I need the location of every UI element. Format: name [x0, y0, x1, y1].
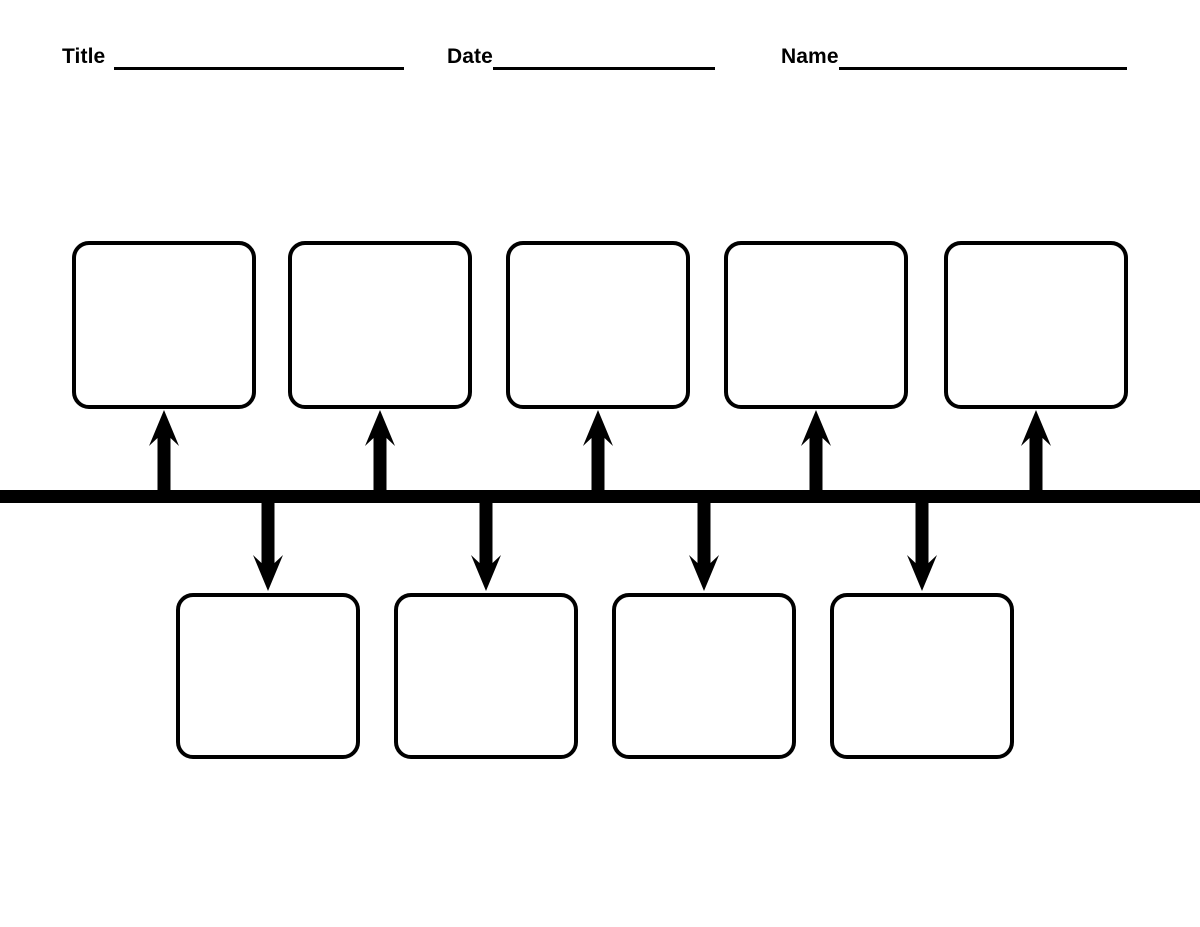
timeline-up-arrow-2: [365, 410, 395, 496]
timeline-down-arrow-2: [471, 497, 501, 591]
timeline-bar: [0, 490, 1200, 503]
bottom-event-box-3[interactable]: [612, 593, 796, 759]
top-event-box-4[interactable]: [724, 241, 908, 409]
top-event-box-3[interactable]: [506, 241, 690, 409]
timeline-up-arrow-5: [1021, 410, 1051, 496]
bottom-event-box-2[interactable]: [394, 593, 578, 759]
timeline-up-arrow-1: [149, 410, 179, 496]
top-event-box-1[interactable]: [72, 241, 256, 409]
date-field[interactable]: Date: [447, 38, 715, 72]
timeline-down-arrow-1: [253, 497, 283, 591]
name-field-rule[interactable]: [838, 67, 1127, 70]
top-event-box-2[interactable]: [288, 241, 472, 409]
bottom-event-box-1[interactable]: [176, 593, 360, 759]
header-fields: Title Date Name: [0, 38, 1200, 82]
title-field-rule[interactable]: [114, 67, 405, 70]
title-field-label: Title: [62, 45, 106, 68]
name-field-label: Name: [781, 45, 839, 68]
date-field-label: Date: [447, 45, 493, 68]
name-field[interactable]: Name: [781, 38, 1127, 72]
timeline-up-arrow-4: [801, 410, 831, 496]
top-event-box-5[interactable]: [944, 241, 1128, 409]
timeline-down-arrow-3: [689, 497, 719, 591]
timeline-up-arrow-3: [583, 410, 613, 496]
title-field[interactable]: Title: [62, 38, 405, 72]
timeline-down-arrow-4: [907, 497, 937, 591]
date-field-rule[interactable]: [492, 67, 715, 70]
bottom-event-box-4[interactable]: [830, 593, 1014, 759]
